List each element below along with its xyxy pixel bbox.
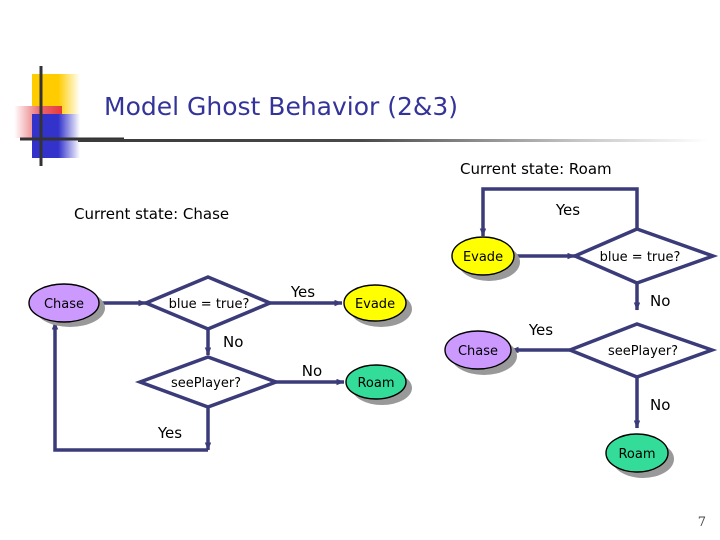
edge-label-yes-top-right: Yes — [555, 201, 580, 219]
node-blue-decision-label: blue = true? — [169, 297, 250, 312]
node-seeplayer-decision-2[interactable]: seePlayer? — [565, 322, 718, 379]
edge-label-no-bottom-right: No — [650, 396, 670, 414]
node-chase-out-2-body — [444, 330, 512, 370]
node-roam-out-2-body — [605, 433, 669, 473]
roam-diagram-connectors — [479, 187, 641, 429]
node-chase-out-2-label: Chase — [458, 344, 498, 359]
node-evade-out-body — [343, 284, 407, 322]
edge-blue2-yes-loop-to-evade — [479, 187, 639, 255]
node-roam-out-2-label: Roam — [618, 447, 655, 462]
edge-label-yes-bottom-left: Yes — [157, 424, 182, 442]
node-seeplayer-decision[interactable]: seePlayer? — [134, 355, 282, 409]
node-chase-start-label: Chase — [44, 297, 84, 312]
caption-current-state-chase: Current state: Chase — [74, 205, 230, 223]
logo-svg — [14, 66, 124, 166]
node-blue-decision-2-body — [570, 227, 719, 285]
chase-diagram: Chase blue = true? Evade seePlayer? — [28, 275, 412, 452]
node-evade-out-2-label: Evade — [463, 250, 503, 265]
edge-label-yes-top-left: Yes — [290, 283, 315, 301]
node-chase-start-body — [28, 283, 100, 323]
node-evade-out-label: Evade — [355, 297, 395, 312]
node-chase-start[interactable]: Chase — [28, 283, 105, 327]
page-number: 7 — [697, 515, 706, 530]
edge-label-no-right-left: No — [302, 362, 322, 380]
node-blue-decision-2-label: blue = true? — [600, 250, 681, 265]
slide-logo-decoration — [14, 66, 124, 166]
edge-seeplayer-yes-loop-to-chase — [51, 321, 208, 452]
node-roam-out-label: Roam — [357, 376, 394, 391]
edge-label-no-mid-left: No — [223, 333, 243, 351]
chase-diagram-connectors — [51, 299, 345, 452]
node-evade-out-2[interactable]: Evade — [451, 236, 520, 281]
node-seeplayer-decision-2-body — [565, 322, 718, 379]
node-roam-out-body — [345, 364, 407, 400]
node-seeplayer-decision-body — [134, 355, 282, 409]
node-roam-out-2[interactable]: Roam — [605, 433, 674, 478]
roam-diagram: Evade blue = true? Chase seePlayer? — [444, 187, 719, 478]
node-blue-decision-body — [141, 275, 275, 331]
node-evade-out-2-body — [451, 236, 515, 276]
edge-label-yes-mid-right: Yes — [528, 321, 553, 339]
caption-current-state-roam: Current state: Roam — [460, 160, 612, 178]
node-blue-decision-2[interactable]: blue = true? — [570, 227, 719, 285]
node-evade-out[interactable]: Evade — [343, 284, 412, 327]
node-chase-out-2[interactable]: Chase — [444, 330, 517, 375]
node-roam-out[interactable]: Roam — [345, 364, 412, 405]
node-seeplayer-decision-2-label: seePlayer? — [608, 344, 678, 359]
page-title: Model Ghost Behavior (2&3) — [104, 92, 459, 121]
node-seeplayer-decision-label: seePlayer? — [171, 376, 241, 391]
edge-label-no-mid-right: No — [650, 292, 670, 310]
node-blue-decision[interactable]: blue = true? — [141, 275, 275, 331]
title-underline-rule — [78, 139, 708, 142]
